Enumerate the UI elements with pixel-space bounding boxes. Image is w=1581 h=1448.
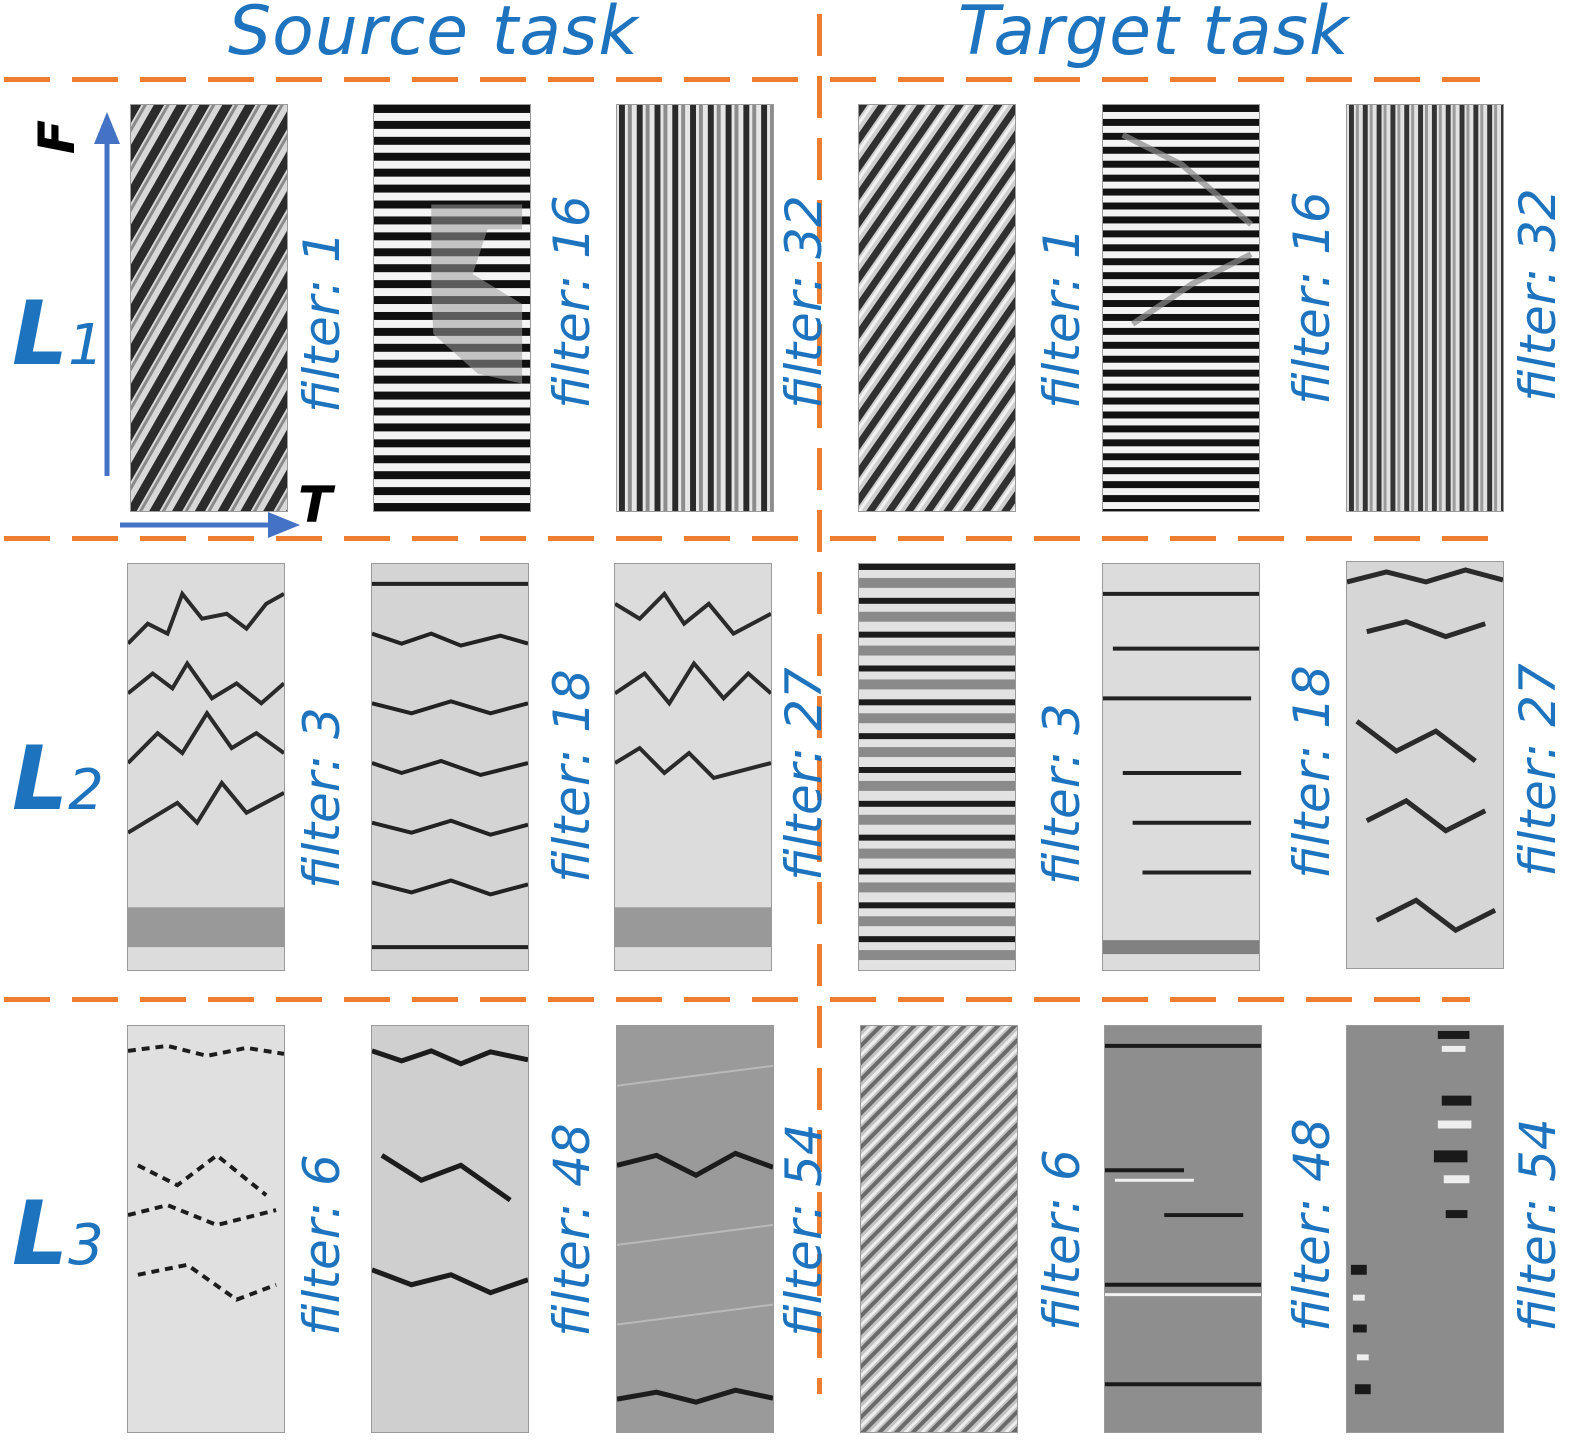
divider-bottom-right bbox=[830, 997, 1470, 1002]
filter-image-l2-target-27 bbox=[1346, 561, 1504, 969]
divider-mid-left bbox=[4, 536, 812, 541]
row-label-l2: L2 bbox=[12, 727, 104, 830]
divider-top-right bbox=[830, 77, 1480, 82]
filter-image-l2-source-18 bbox=[371, 563, 529, 971]
filter-image-l2-source-3 bbox=[127, 563, 285, 971]
filter-image-l2-target-18 bbox=[1102, 563, 1260, 971]
source-task-header: Source task bbox=[228, 0, 639, 71]
filter-image-l3-source-54 bbox=[616, 1025, 774, 1433]
divider-top-left bbox=[4, 77, 812, 82]
filter-image-l3-target-54 bbox=[1346, 1025, 1504, 1433]
filter-image-l2-target-3 bbox=[858, 563, 1016, 971]
filter-image-l1-source-32 bbox=[616, 104, 774, 512]
frequency-axis-label: F bbox=[28, 119, 87, 155]
divider-mid-right bbox=[830, 536, 1502, 541]
filter-image-l3-target-6 bbox=[860, 1025, 1018, 1433]
filter-image-l1-source-16 bbox=[373, 104, 531, 512]
filter-image-l2-source-27 bbox=[614, 563, 772, 971]
frequency-arrow-icon bbox=[94, 112, 120, 476]
row-label-l1: L1 bbox=[12, 282, 104, 385]
filter-image-l3-target-48 bbox=[1104, 1025, 1262, 1433]
time-arrow-icon bbox=[120, 512, 300, 538]
filter-image-l3-source-48 bbox=[371, 1025, 529, 1433]
divider-bottom-left bbox=[4, 997, 812, 1002]
filter-image-l1-source-1 bbox=[130, 104, 288, 512]
row-label-l3: L3 bbox=[12, 1182, 104, 1285]
time-axis-label: T bbox=[298, 476, 333, 534]
filter-image-l1-target-1 bbox=[858, 104, 1016, 512]
divider-vertical bbox=[817, 14, 822, 1394]
target-task-header: Target task bbox=[958, 0, 1350, 71]
filter-image-l3-source-6 bbox=[127, 1025, 285, 1433]
filter-image-l1-target-16 bbox=[1102, 104, 1260, 512]
filter-image-l1-target-32 bbox=[1346, 104, 1504, 512]
